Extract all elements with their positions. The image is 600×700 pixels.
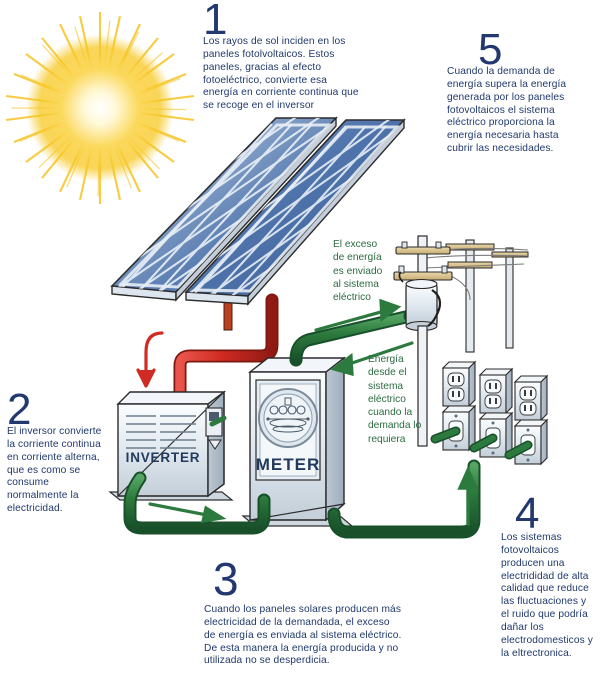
step-1-text: Los rayos de sol inciden en los paneles … — [203, 36, 359, 112]
step-4-text: Los sistemas fotovoltaicos producen una … — [501, 532, 593, 659]
green-arrow-right-icon — [148, 502, 227, 523]
step-5-text: Cuando la demanda de energía supera la e… — [447, 66, 567, 155]
step-2-text: El inversor convierte la corriente conti… — [7, 426, 102, 515]
wall-outlet-icon — [430, 360, 549, 466]
green-arrow-down-left-icon — [330, 341, 414, 377]
green-arrow-up-right-icon — [314, 298, 402, 332]
step-3-number: 3 — [213, 553, 239, 605]
step-1-number: 1 — [203, 0, 228, 44]
sun-icon — [5, 12, 195, 204]
step-4-number: 4 — [515, 489, 540, 538]
inverter-box-icon — [108, 390, 234, 501]
green-arrow-up-icon — [457, 465, 479, 526]
step-2-number: 2 — [7, 385, 32, 434]
utility-pole-icon — [393, 235, 529, 447]
annotation-energy-from-grid: Energía desde el sistema eléctrico cuand… — [368, 354, 422, 445]
inverter-label: INVERTER — [126, 450, 201, 465]
annotation-excess-to-grid: El exceso de energía es enviado al siste… — [333, 239, 383, 303]
red-arrow-down-icon — [136, 331, 164, 388]
red-dc-cable — [173, 293, 279, 435]
step-5-number: 5 — [478, 25, 503, 74]
step-3-text: Cuando los paneles solares producen más … — [204, 604, 402, 667]
meter-label: METER — [256, 455, 321, 474]
